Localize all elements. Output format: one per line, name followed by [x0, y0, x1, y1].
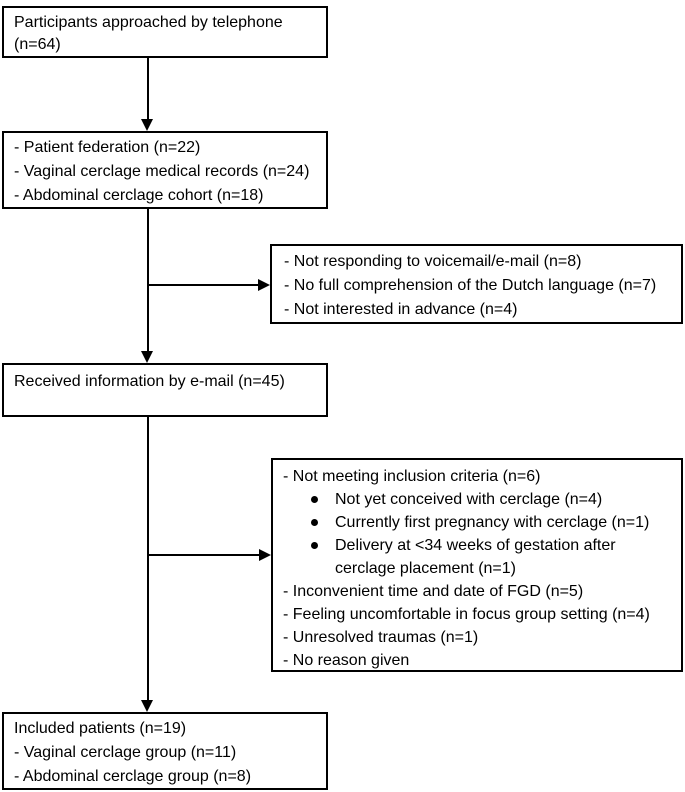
box-text-line: (n=64)	[14, 36, 61, 53]
box-received-email: Received information by e-mail (n=45)	[2, 363, 328, 417]
box-text-line: - Abdominal cerclage group (n=8)	[14, 768, 252, 785]
box-text-line: Participants approached by telephone	[14, 14, 283, 31]
exclusion-reason: - Not meeting inclusion criteria (n=6)	[283, 468, 541, 485]
exclusion-reason: - Feeling uncomfortable in focus group s…	[283, 606, 650, 623]
connector-line-received-to-included	[147, 417, 149, 700]
box-text-line: Included patients (n=19)	[14, 720, 187, 737]
arrow-right-icon	[258, 279, 270, 291]
arrow-down-icon	[141, 700, 153, 712]
connector-line-branch-excluded-phone	[147, 284, 258, 286]
exclusion-reason: - No reason given	[283, 652, 410, 669]
sub-reason-text: Delivery at <34 weeks of gestation after…	[335, 534, 616, 580]
box-recruitment-sources: - Patient federation (n=22) - Vaginal ce…	[2, 131, 328, 209]
exclusion-reason: - Not interested in advance (n=4)	[284, 301, 518, 318]
box-text-line: - Vaginal cerclage medical records (n=24…	[14, 163, 310, 180]
box-excluded-before-email: - Not responding to voicemail/e-mail (n=…	[270, 244, 683, 324]
exclusion-reason: - Inconvenient time and date of FGD (n=5…	[283, 583, 584, 600]
box-text-line: - Vaginal cerclage group (n=11)	[14, 744, 237, 761]
arrow-down-icon	[141, 119, 153, 131]
sub-reason-text-line: cerclage placement (n=1)	[335, 560, 516, 577]
arrow-down-icon	[141, 351, 153, 363]
bullet-icon	[311, 519, 318, 526]
sub-reason-text: Currently first pregnancy with cerclage …	[335, 514, 650, 531]
exclusion-reason: - Unresolved traumas (n=1)	[283, 629, 479, 646]
bullet-icon	[311, 496, 318, 503]
box-included-patients: Included patients (n=19) - Vaginal cercl…	[2, 712, 328, 790]
bullet-icon	[311, 542, 318, 549]
connector-line-sources-to-received	[147, 209, 149, 351]
exclusion-sub-reason: Currently first pregnancy with cerclage …	[283, 511, 675, 534]
connector-line-approached-to-sources	[147, 58, 149, 119]
box-text-line: Received information by e-mail (n=45)	[14, 373, 285, 390]
sub-reason-text: Not yet conceived with cerclage (n=4)	[335, 491, 603, 508]
box-excluded-after-email: - Not meeting inclusion criteria (n=6) N…	[271, 458, 683, 672]
arrow-right-icon	[259, 549, 271, 561]
exclusion-reason: - No full comprehension of the Dutch lan…	[284, 277, 657, 294]
connector-line-branch-excluded-email	[147, 554, 259, 556]
box-participants-approached: Participants approached by telephone (n=…	[2, 6, 328, 58]
exclusion-sub-reason: Delivery at <34 weeks of gestation after…	[283, 534, 675, 580]
box-text-line: - Patient federation (n=22)	[14, 139, 201, 156]
exclusion-reason: - Not responding to voicemail/e-mail (n=…	[284, 253, 582, 270]
box-text-line: - Abdominal cerclage cohort (n=18)	[14, 187, 264, 204]
exclusion-sub-reason: Not yet conceived with cerclage (n=4)	[283, 488, 675, 511]
sub-reason-text-line: Delivery at <34 weeks of gestation after	[335, 537, 616, 554]
